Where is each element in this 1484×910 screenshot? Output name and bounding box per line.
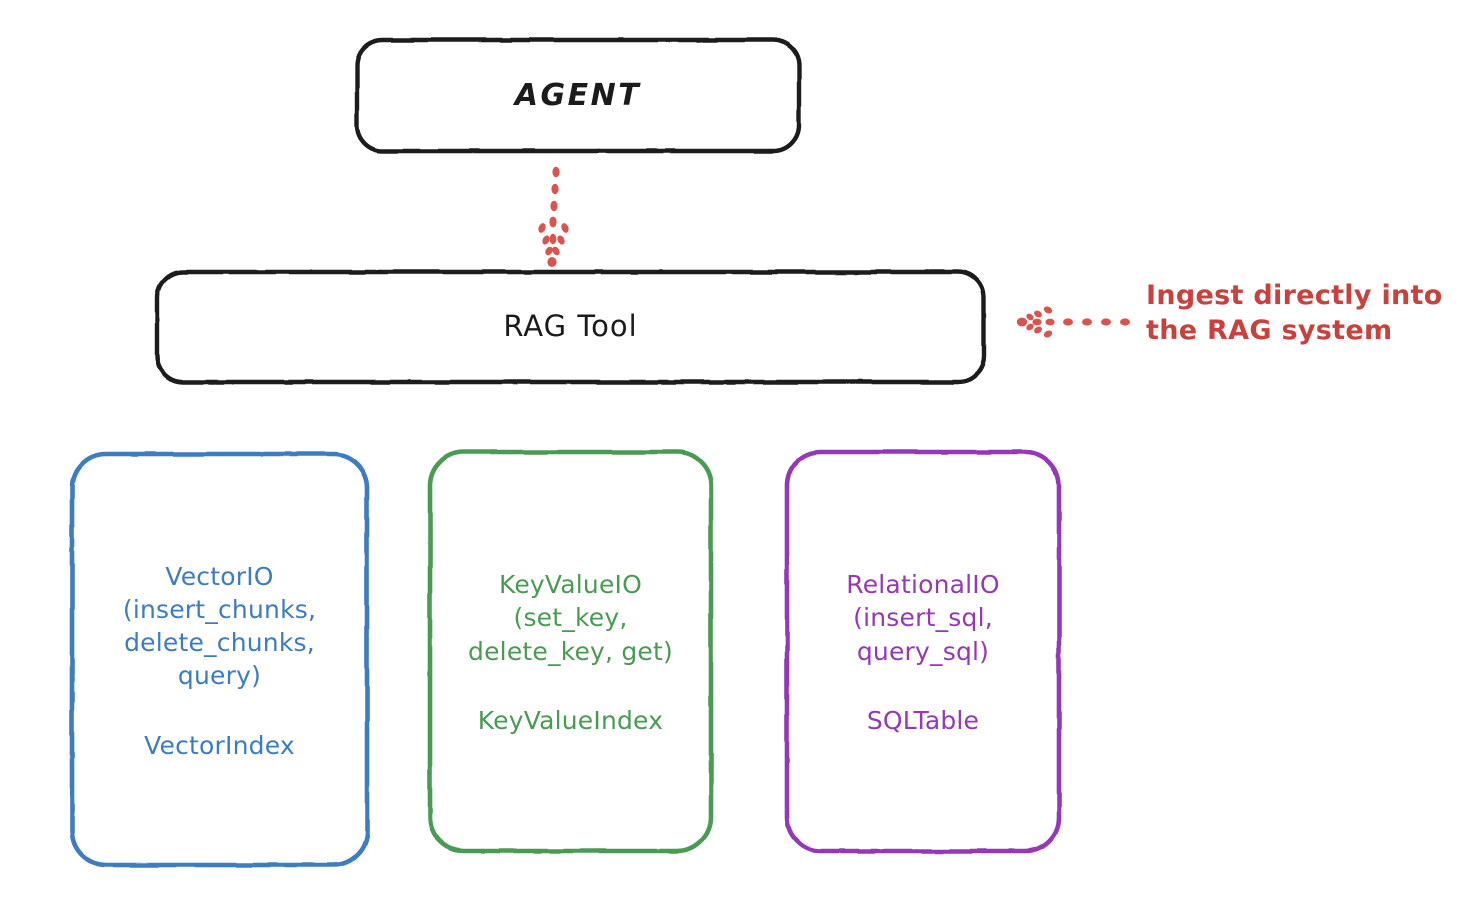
vector-index-label: VectorIndex xyxy=(144,730,295,760)
vector-io-label: VectorIO (insert_chunks, delete_chunks, … xyxy=(122,561,317,691)
relational-io-label: RelationalIO (insert_sql, query_sql) xyxy=(846,570,1000,666)
ingest-dotted-arrow xyxy=(1016,306,1130,338)
rag-tool-box-outline xyxy=(154,269,987,385)
key-value-io-label: KeyValueIO (set_key, delete_key, get) xyxy=(468,570,673,666)
key-value-io-node[interactable]: KeyValueIO (set_key, delete_key, get) Ke… xyxy=(428,450,713,853)
key-value-index-label: KeyValueIndex xyxy=(477,705,664,735)
rag-tool-label: RAG Tool xyxy=(503,309,638,344)
rag-tool-node[interactable]: RAG Tool xyxy=(155,270,986,384)
agent-box-outline xyxy=(354,37,802,154)
sql-table-label: SQLTable xyxy=(866,705,980,735)
vector-io-box-outline xyxy=(69,451,370,868)
agent-label: AGENT xyxy=(514,78,642,113)
agent-to-rag-dotted-arrow xyxy=(538,166,569,267)
key-value-io-box-outline xyxy=(427,449,714,854)
relational-io-node[interactable]: RelationalIO (insert_sql, query_sql) SQL… xyxy=(785,450,1061,853)
ingest-annotation: Ingest directly into the RAG system xyxy=(1146,280,1443,347)
relational-io-box-outline xyxy=(784,449,1062,854)
vector-io-node[interactable]: VectorIO (insert_chunks, delete_chunks, … xyxy=(70,452,369,867)
agent-node[interactable]: AGENT xyxy=(355,38,801,153)
